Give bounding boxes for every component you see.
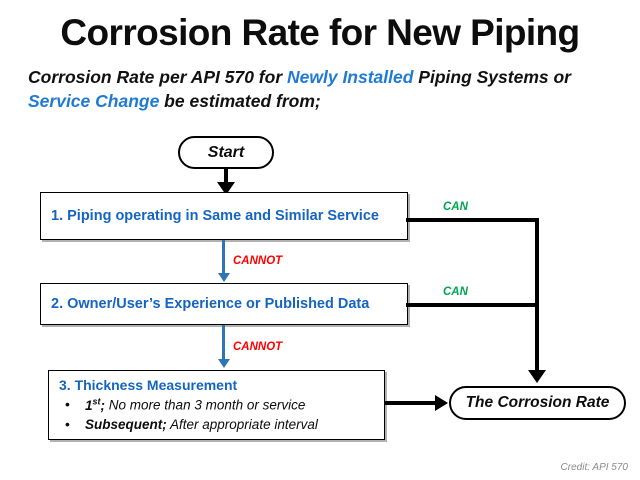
arrowhead-box2-to-box3 [217,359,230,368]
box3-bullet2-rest: After appropriate interval [166,417,318,433]
arrowhead-box1-to-box2 [217,273,230,282]
flow-node-start[interactable]: Start [178,136,274,169]
box3-bullet-item-2: Subsequent; After appropriate interval [59,414,376,435]
edge-label-can-2: CAN [443,286,468,298]
subtitle-text-1: Corrosion Rate per API 570 for [28,67,287,87]
edge-label-can-1: CAN [443,201,468,213]
flow-node-result[interactable]: The Corrosion Rate [449,386,626,420]
connector-merge-vertical [535,218,539,371]
subtitle-highlight-service-change: Service Change [28,90,160,111]
box3-bullet2-bold: Subsequent; [85,417,167,433]
edge-label-cannot-2: CANNOT [233,341,283,353]
credit-text: Credit: API 570 [560,462,628,473]
box3-bullet1-superscript: st [92,396,101,406]
subtitle-text-3: be estimated from; [159,90,321,111]
page-title: Corrosion Rate for New Piping [60,12,580,53]
edge-label-cannot-1: CANNOT [233,255,283,267]
start-node-label: Start [207,143,245,161]
connector-box1-to-box2 [222,240,225,274]
subtitle-text-2: Piping Systems or [413,67,571,87]
connector-box3-to-result [385,401,436,405]
arrowhead-box3-to-result [435,395,448,411]
arrowhead-start-to-box1 [217,182,235,195]
box3-bullet1-rest: No more than 3 month or service [105,397,306,413]
flow-node-box2[interactable]: 2. Owner/User’s Experience or Published … [40,283,408,325]
box3-bullet-item-1: 1st; No more than 3 month or service [59,394,376,415]
connector-can-1-horizontal [406,218,539,222]
box3-label: 3. Thickness Measurement [59,377,238,393]
result-node-label: The Corrosion Rate [465,394,610,411]
connector-can-2-horizontal [406,303,539,307]
box1-label: 1. Piping operating in Same and Similar … [51,208,379,224]
box3-bullet1-semicolon: ; [100,397,106,413]
subtitle-highlight-newly-installed: Newly Installed [287,67,414,87]
connector-box2-to-box3 [222,325,225,360]
connector-start-to-box1 [224,169,228,185]
flow-node-box1[interactable]: 1. Piping operating in Same and Similar … [40,192,408,240]
box2-label: 2. Owner/User’s Experience or Published … [51,296,370,312]
arrowhead-merge-to-result [528,370,546,383]
flow-node-box3[interactable]: 3. Thickness Measurement 1st; No more th… [48,370,385,440]
box3-bullet1-bold: 1 [85,397,93,413]
page-subtitle: Corrosion Rate per API 570 for Newly Ins… [28,66,628,113]
box3-bullet-list: 1st; No more than 3 month or service Sub… [59,394,376,435]
